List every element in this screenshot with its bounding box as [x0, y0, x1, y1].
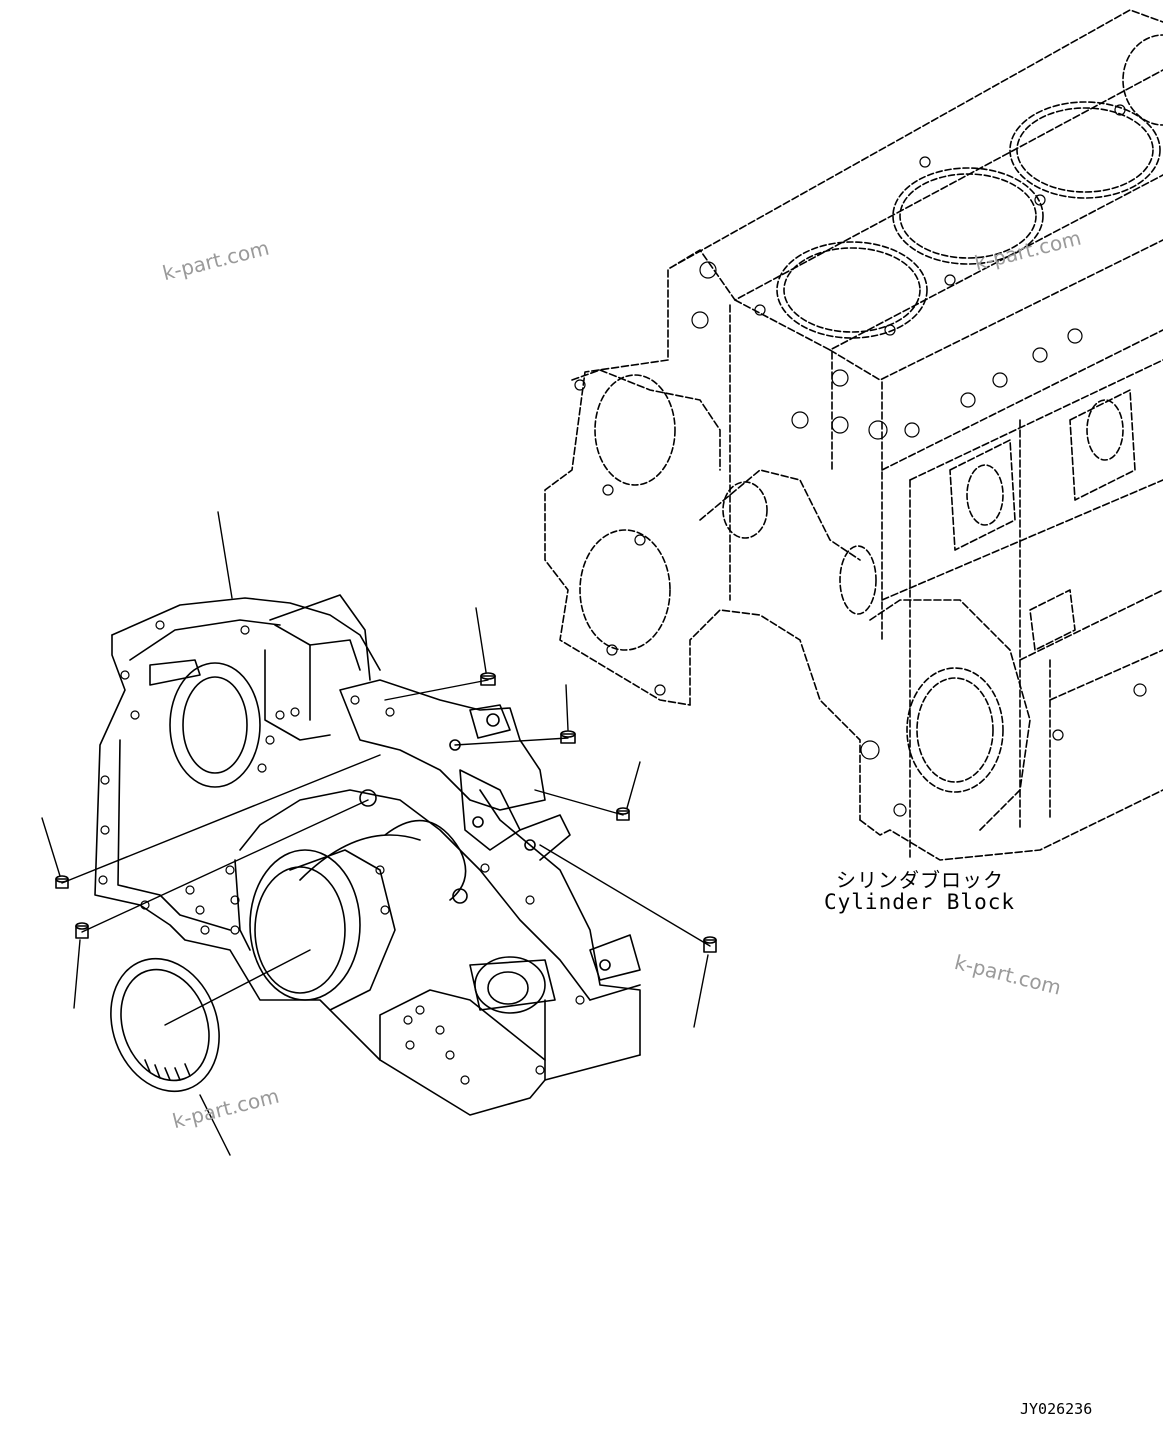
cylinder-block-label-jp: シリンダブロック [836, 868, 1004, 892]
bolt [75, 922, 89, 939]
front-cover [94, 594, 641, 1116]
bolt [616, 807, 630, 821]
front-oil-seal [110, 957, 220, 1093]
bolt [560, 730, 576, 744]
drawing-id: JY026236 [1020, 1400, 1093, 1418]
leader-lines [41, 511, 711, 1156]
cylinder-block-label-en: Cylinder Block [824, 890, 1016, 914]
block-holes [574, 104, 1147, 817]
bolt [703, 936, 717, 953]
cylinder-block-outline [544, 9, 1163, 861]
bolt [55, 875, 69, 889]
cylinder-bores [579, 34, 1163, 793]
bolt [480, 672, 496, 686]
bolts [55, 672, 717, 953]
